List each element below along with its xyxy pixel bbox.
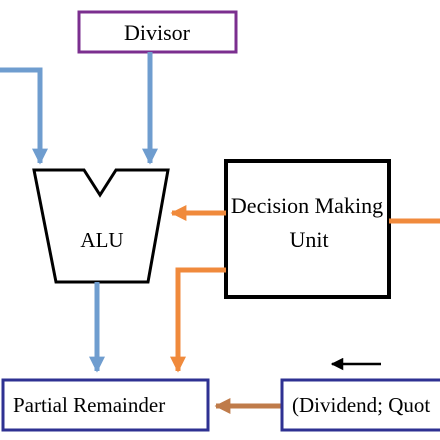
alu-left-input-arrow <box>0 67 49 165</box>
alu-label: ALU <box>80 228 123 252</box>
partial-remainder-box <box>1 378 210 432</box>
divisor-block: Divisor <box>77 10 238 54</box>
alu-block: ALU <box>32 168 170 284</box>
divisor-label: Divisor <box>124 20 191 45</box>
dividend-quotient-block: (Dividend; Quot <box>280 378 440 432</box>
decision-unit-block: Decision Making Unit <box>224 159 391 299</box>
decision-unit-label-line1: Decision Making <box>231 193 383 218</box>
decision-unit-box <box>224 159 391 299</box>
dividend-quotient-label: (Dividend; Quot <box>292 393 430 417</box>
decision-unit-label-line2: Unit <box>289 227 328 252</box>
alu-shape <box>32 168 170 284</box>
partial-remainder-label: Partial Remainder <box>13 393 165 417</box>
divisor-box <box>77 10 238 54</box>
dividend-quotient-box <box>280 378 440 432</box>
decision-to-partial-remainder-arrow <box>169 267 226 373</box>
partial-remainder-block: Partial Remainder <box>1 378 210 432</box>
